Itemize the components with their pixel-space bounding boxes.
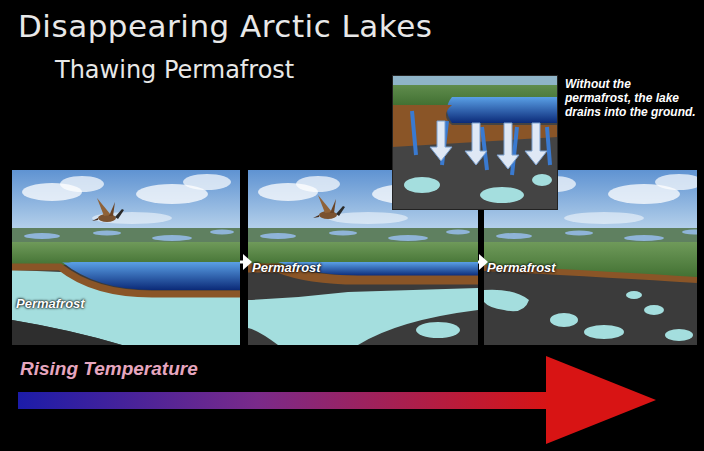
- arrow-head: [243, 254, 252, 270]
- arrow-head: [479, 254, 488, 270]
- title: Disappearing Arctic Lakes: [18, 8, 432, 44]
- stage-panel: Permafrost: [248, 170, 478, 345]
- stage-panel: Permafrost: [12, 170, 240, 345]
- panel-label: Permafrost: [487, 260, 556, 275]
- panel-label: Permafrost: [16, 296, 85, 311]
- stage-panel: Permafrost: [484, 170, 697, 345]
- callout-note: Without the permafrost, the lake drains …: [565, 77, 699, 119]
- stage-arrow: [478, 254, 488, 270]
- panel-label: Permafrost: [252, 260, 321, 275]
- stage-arrow: [240, 254, 252, 270]
- subtitle: Thawing Permafrost: [55, 56, 294, 84]
- axis-label: Rising Temperature: [20, 358, 198, 380]
